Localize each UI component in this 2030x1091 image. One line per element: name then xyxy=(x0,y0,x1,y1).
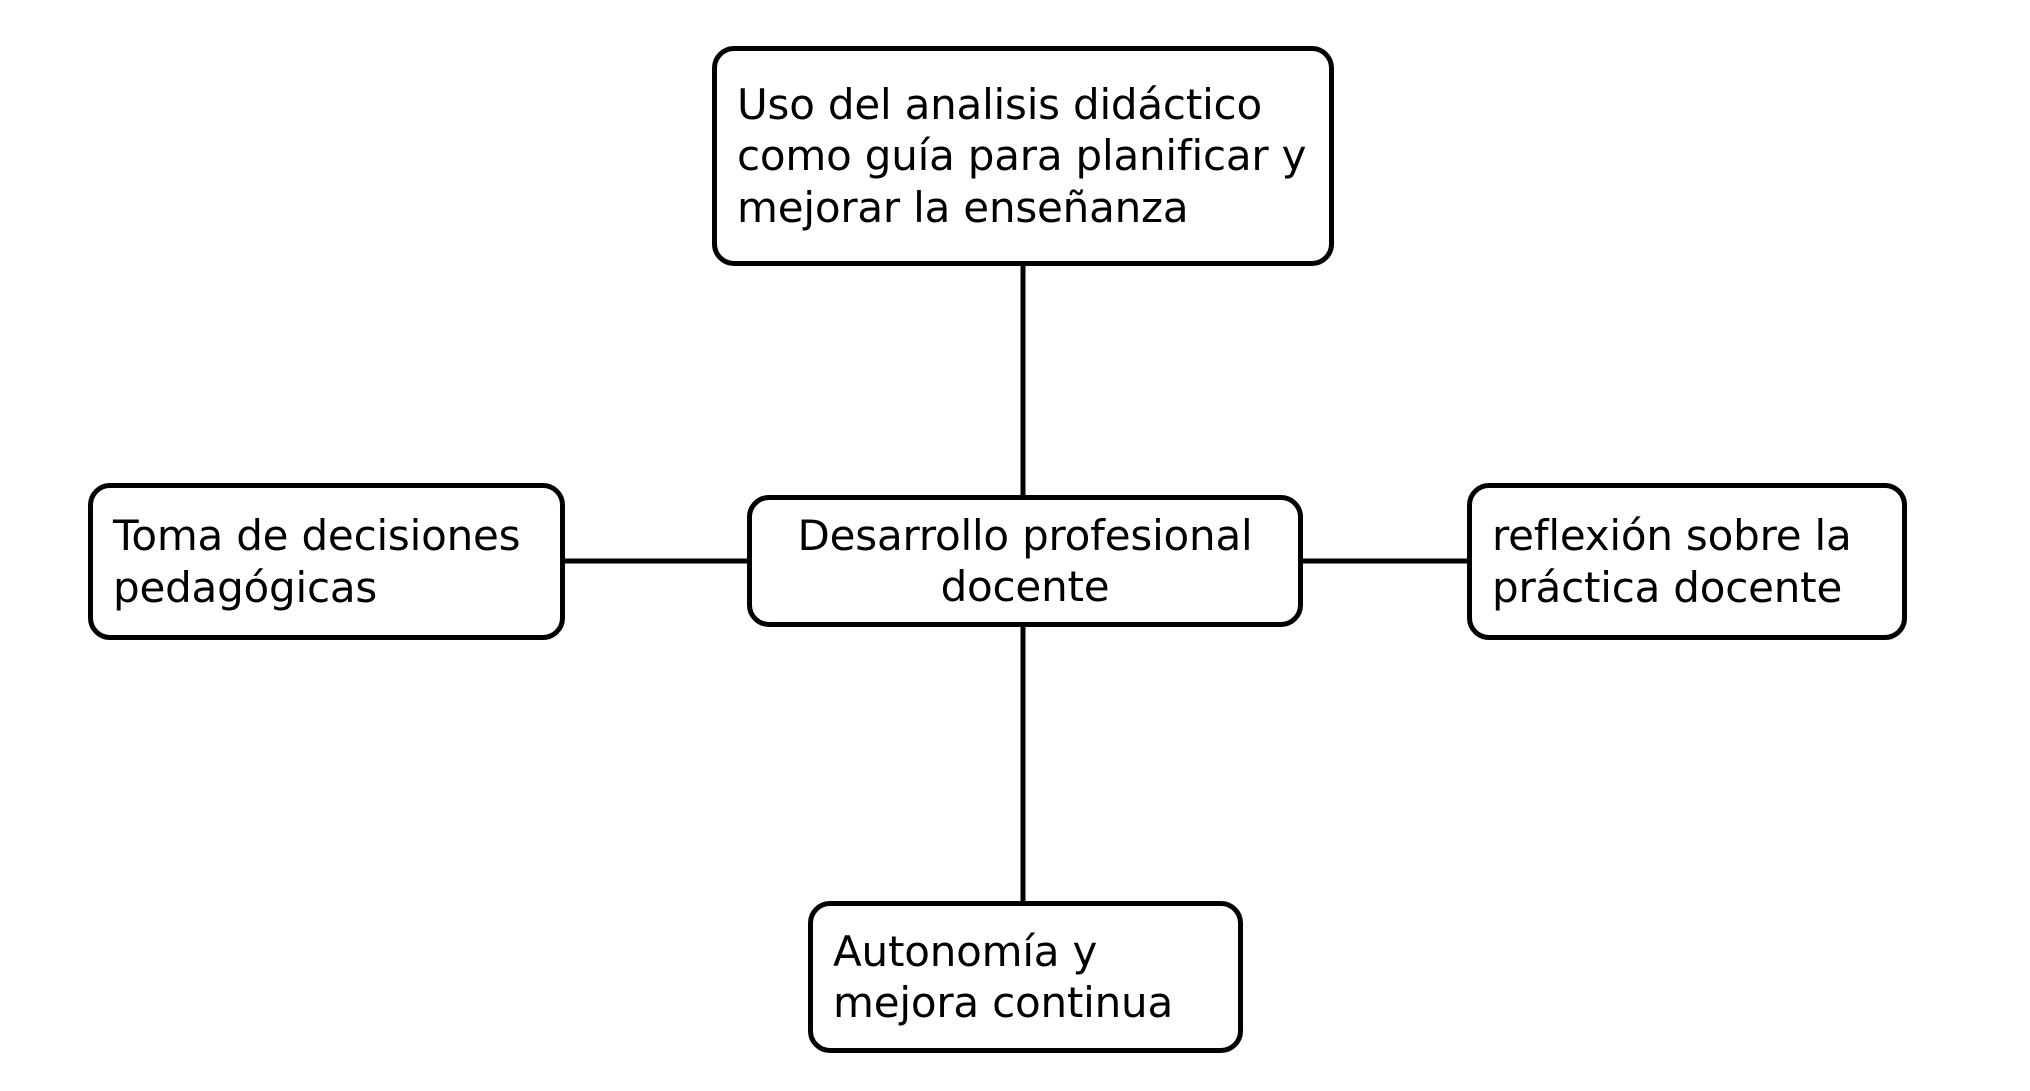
node-label: Uso del analisis didáctico como guía par… xyxy=(737,80,1307,232)
node-label: reflexión sobre la práctica docente xyxy=(1492,511,1852,612)
node-label: Desarrollo profesional docente xyxy=(797,510,1253,611)
node-toma-de-decisiones-pedagogicas[interactable]: Toma de decisiones pedagógicas xyxy=(88,483,565,640)
node-autonomia-y-mejora-continua[interactable]: Autonomía y mejora continua xyxy=(808,901,1243,1053)
node-desarrollo-profesional-docente[interactable]: Desarrollo profesional docente xyxy=(747,495,1303,627)
node-label: Toma de decisiones pedagógicas xyxy=(113,511,521,612)
node-uso-del-analisis-didactico[interactable]: Uso del analisis didáctico como guía par… xyxy=(712,46,1334,266)
node-reflexion-sobre-la-practica-docente[interactable]: reflexión sobre la práctica docente xyxy=(1467,483,1907,640)
node-label: Autonomía y mejora continua xyxy=(833,926,1173,1027)
